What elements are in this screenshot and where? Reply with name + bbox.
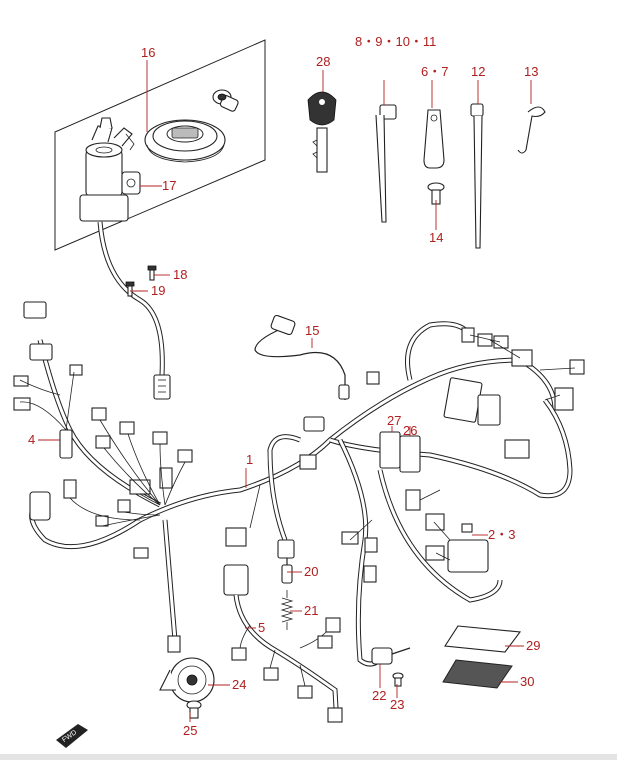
callout-17[interactable]: 17 <box>162 178 177 193</box>
callout-23[interactable]: 23 <box>390 697 405 712</box>
callout-18[interactable]: 18 <box>173 267 188 282</box>
callout-5[interactable]: 5 <box>258 620 266 635</box>
wire-clamp[interactable] <box>517 106 546 154</box>
tape-29[interactable] <box>444 625 522 653</box>
lock-set-box <box>54 39 266 251</box>
cable-tie-clamp[interactable] <box>375 80 397 223</box>
tape-30[interactable] <box>442 659 513 689</box>
callout-20[interactable]: 20 <box>304 564 319 579</box>
cable-tie-long[interactable] <box>470 103 484 249</box>
callout-29[interactable]: 29 <box>526 638 541 653</box>
main-harness-trunk[interactable] <box>29 321 573 667</box>
connector-cluster-mid-left[interactable] <box>29 407 193 559</box>
callout-28[interactable]: 28 <box>316 54 331 69</box>
callout-21[interactable]: 21 <box>304 603 319 618</box>
connector-cluster-upper-right[interactable] <box>443 327 585 459</box>
callout-26[interactable]: 26 <box>403 423 418 438</box>
callout-6-7[interactable]: 6・7 <box>421 64 449 79</box>
connector-cluster-center[interactable] <box>225 371 489 583</box>
callout-19[interactable]: 19 <box>151 283 166 298</box>
connector-cluster-left[interactable] <box>13 301 83 459</box>
callout-15[interactable]: 15 <box>305 323 320 338</box>
callout-24[interactable]: 24 <box>232 677 247 692</box>
callout-30[interactable]: 30 <box>520 674 535 689</box>
screw-18[interactable] <box>147 265 157 281</box>
callout-2-3[interactable]: 2・3 <box>488 527 516 542</box>
callout-16[interactable]: 16 <box>141 45 156 60</box>
callout-13[interactable]: 13 <box>524 64 539 79</box>
callout-25[interactable]: 25 <box>183 723 198 738</box>
callout-4[interactable]: 4 <box>28 432 36 447</box>
fwd-badge <box>56 724 88 748</box>
harness-clamp[interactable] <box>423 109 445 169</box>
side-stand-switch[interactable] <box>371 647 411 665</box>
seat-lock-cylinder[interactable] <box>212 89 239 112</box>
callout-12[interactable]: 12 <box>471 64 486 79</box>
horn[interactable] <box>159 635 215 703</box>
key-blank[interactable] <box>307 91 337 173</box>
callout-14[interactable]: 14 <box>429 230 444 245</box>
bottom-border <box>0 754 617 760</box>
sensor-lead[interactable] <box>254 314 350 400</box>
ignition-switch[interactable] <box>79 117 141 222</box>
horn-bolt[interactable] <box>186 700 202 719</box>
fuse-spring[interactable] <box>280 590 294 630</box>
fuel-cap[interactable] <box>144 119 226 163</box>
sub-harness[interactable] <box>223 564 343 723</box>
callout-1[interactable]: 1 <box>246 452 254 467</box>
ignition-lead <box>97 221 171 400</box>
callout-8-11[interactable]: 8・9・10・11 <box>355 34 437 49</box>
fuse-holder[interactable] <box>277 539 295 584</box>
callout-27[interactable]: 27 <box>387 413 402 428</box>
screw-23[interactable] <box>392 672 404 687</box>
callout-22[interactable]: 22 <box>372 688 387 703</box>
leader-lines <box>38 60 532 722</box>
